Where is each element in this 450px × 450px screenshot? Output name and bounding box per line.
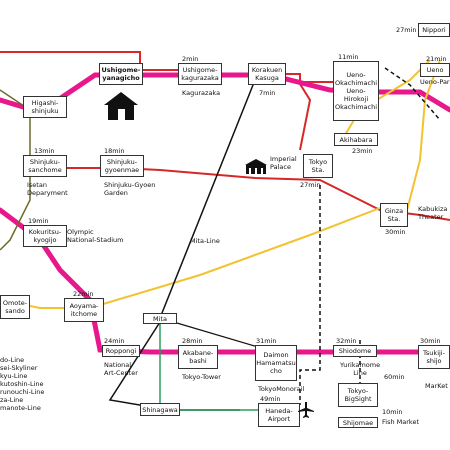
station-akabanebashi[interactable]: Akabane- bashi [178, 345, 218, 369]
station-ginza-label: Ginza Sta. [384, 207, 404, 223]
label-yurikamome-line: Yurikamome Line [340, 361, 381, 377]
palace-icon [245, 159, 267, 174]
green-line [159, 322, 260, 411]
legend: do-Line sei-Skyliner kyu-Line kutoshin-L… [0, 356, 44, 412]
station-shinjuku-gyoenmae[interactable]: Shinjuku- gyoenmae [100, 155, 144, 177]
label-ueno-park: Ueno-Par [420, 78, 450, 86]
station-nippori-label: Nippori [422, 26, 446, 34]
label-tsukiji-market: MarKet [425, 382, 448, 390]
time-ueno: 21min [426, 55, 447, 63]
station-omotesando-label: Omote- sando [2, 299, 28, 315]
station-nippori[interactable]: Nippori [418, 23, 450, 37]
station-ueno-okachimachi-label: Ueno- Okachimachi [334, 71, 378, 87]
station-hamamatsucho-label: Hamamatsu cho [256, 359, 296, 375]
station-ushigome-yanagicho-label: Ushigome- yanagicho [101, 66, 141, 82]
time-kokuritsu: 19min [28, 217, 49, 225]
station-ueno[interactable]: Ueno [420, 63, 450, 77]
station-ueno-label: Ueno [426, 66, 444, 74]
station-akihabara[interactable]: Akihabara [334, 133, 378, 146]
label-kagurazaka: Kagurazaka [182, 89, 221, 97]
station-mita-label: Mita [153, 314, 167, 323]
label-imperial-palace: Imperial Palace [270, 155, 297, 171]
station-shiodome-label: Shiodome [338, 347, 372, 355]
time-tokyo: 27min [300, 181, 321, 189]
station-roppongi-label: Roppongi [105, 347, 137, 355]
station-ueno-okachimachi[interactable]: Ueno- Okachimachi Ueno- Hirokoji Okachim… [333, 61, 379, 121]
station-tokyo-label: Tokyo Sta. [308, 158, 328, 174]
time-shinjuku-sanchome: 13min [34, 147, 55, 155]
legend-item: runouchi-Line [0, 388, 45, 396]
time-aoyama: 22min [73, 290, 94, 298]
station-daimon[interactable]: Daimon Hamamatsu cho [255, 345, 297, 381]
time-roppongi: 24min [104, 337, 125, 345]
station-korakuen-label: Korakuen Kasuga [251, 66, 283, 82]
house-icon [104, 92, 138, 120]
station-ueno-hirokoji-label: Ueno- Hirokoji [343, 87, 369, 103]
station-aoyama-itchome[interactable]: Aoyama- itchome [64, 298, 104, 322]
label-olympic-stadium: Olympic National-Stadium [67, 228, 124, 244]
station-shinjuku-gyoenmae-label: Shinjuku- gyoenmae [104, 158, 140, 174]
time-shijomae: 10min [382, 408, 403, 416]
station-shinagawa-label: Shinagawa [142, 405, 178, 414]
legend-item: sei-Skyliner [0, 364, 38, 372]
station-akabanebashi-label: Akabane- bashi [182, 349, 214, 365]
station-omotesando[interactable]: Omote- sando [0, 295, 30, 319]
station-shiodome[interactable]: Shiodome [333, 345, 377, 357]
airplane-icon [298, 402, 314, 418]
station-aoyama-itchome-label: Aoyama- itchome [69, 302, 99, 318]
station-shinagawa[interactable]: Shinagawa [140, 403, 180, 416]
time-tokyo-monorail: 49min [260, 395, 281, 403]
station-ushigome-kagurazaka[interactable]: Ushigome- kagurazaka [178, 63, 222, 85]
time-shiodome: 32min [336, 337, 357, 345]
label-fish-market: Fish Market [382, 418, 419, 426]
station-tsukiji-shijo[interactable]: Tsukiji- shijo [418, 345, 450, 369]
station-haneda-airport[interactable]: Haneda- Airport [258, 403, 300, 427]
station-okachimachi-label: Okachimachi [334, 103, 378, 111]
station-ginza[interactable]: Ginza Sta. [380, 203, 408, 227]
station-kokuritsu-kyogijo-label: Kokuritsu- kyogijo [28, 228, 62, 244]
time-ginza: 30min [385, 228, 406, 236]
legend-item: manote-Line [0, 404, 41, 412]
label-national-art-center: National Art-Center [104, 361, 138, 377]
time-ueno-okachimachi: 11min [338, 53, 359, 61]
station-higashi-shinjuku[interactable]: Higashi- shinjuku [23, 96, 67, 118]
station-haneda-airport-label: Haneda- Airport [265, 407, 293, 423]
time-shinjuku-gyoenmae: 18min [104, 147, 125, 155]
station-roppongi[interactable]: Roppongi [102, 345, 140, 357]
station-shijomae[interactable]: Shijomae [338, 417, 378, 428]
station-akihabara-label: Akihabara [339, 135, 373, 144]
station-mita[interactable]: Mita [143, 313, 177, 324]
time-korakuen: 7min [259, 89, 276, 97]
legend-item: kyu-Line [0, 372, 28, 380]
station-ushigome-yanagicho[interactable]: Ushigome- yanagicho [99, 63, 143, 85]
station-tsukiji-shijo-label: Tsukiji- shijo [423, 349, 445, 365]
time-yurikamome: 60min [384, 373, 405, 381]
label-tokyo-monorail: TokyoMonorail [258, 385, 305, 393]
label-mita-line: Mita-Line [190, 237, 220, 245]
time-kagurazaka: 2min [182, 55, 199, 63]
station-tokyo[interactable]: Tokyo Sta. [303, 154, 333, 178]
station-shinjuku-sanchome[interactable]: Shinjuku- sanchome [23, 155, 67, 177]
station-tokyo-bigsight-label: Tokyo- BigSight [344, 387, 372, 403]
time-akihabara: 23min [352, 147, 373, 155]
station-tokyo-bigsight[interactable]: Tokyo- BigSight [338, 383, 378, 407]
station-korakuen[interactable]: Korakuen Kasuga [248, 63, 286, 85]
station-kokuritsu-kyogijo[interactable]: Kokuritsu- kyogijo [23, 225, 67, 247]
station-shijomae-label: Shijomae [342, 418, 374, 427]
label-shinjuku-gyoen-garden: Shinjuku-Gyoen Garden [104, 181, 156, 197]
legend-item: za-Line [0, 396, 24, 404]
label-tokyo-tower: Tokyo-Tower [182, 373, 221, 381]
station-shinjuku-sanchome-label: Shinjuku- sanchome [28, 158, 62, 174]
time-akabanebashi: 28min [182, 337, 203, 345]
legend-item: kutoshin-Line [0, 380, 44, 388]
station-daimon-label: Daimon [263, 351, 289, 359]
legend-item: do-Line [0, 356, 25, 364]
label-isetan: Isetan Deparyment [27, 181, 68, 197]
time-nippori: 27min [396, 26, 417, 34]
label-kabukiza: Kabukiza Theater [418, 205, 448, 221]
time-tsukiji: 30min [420, 337, 441, 345]
station-higashi-shinjuku-label: Higashi- shinjuku [31, 99, 59, 115]
station-ushigome-kagurazaka-label: Ushigome- kagurazaka [181, 66, 219, 82]
time-daimon: 31min [256, 337, 277, 345]
